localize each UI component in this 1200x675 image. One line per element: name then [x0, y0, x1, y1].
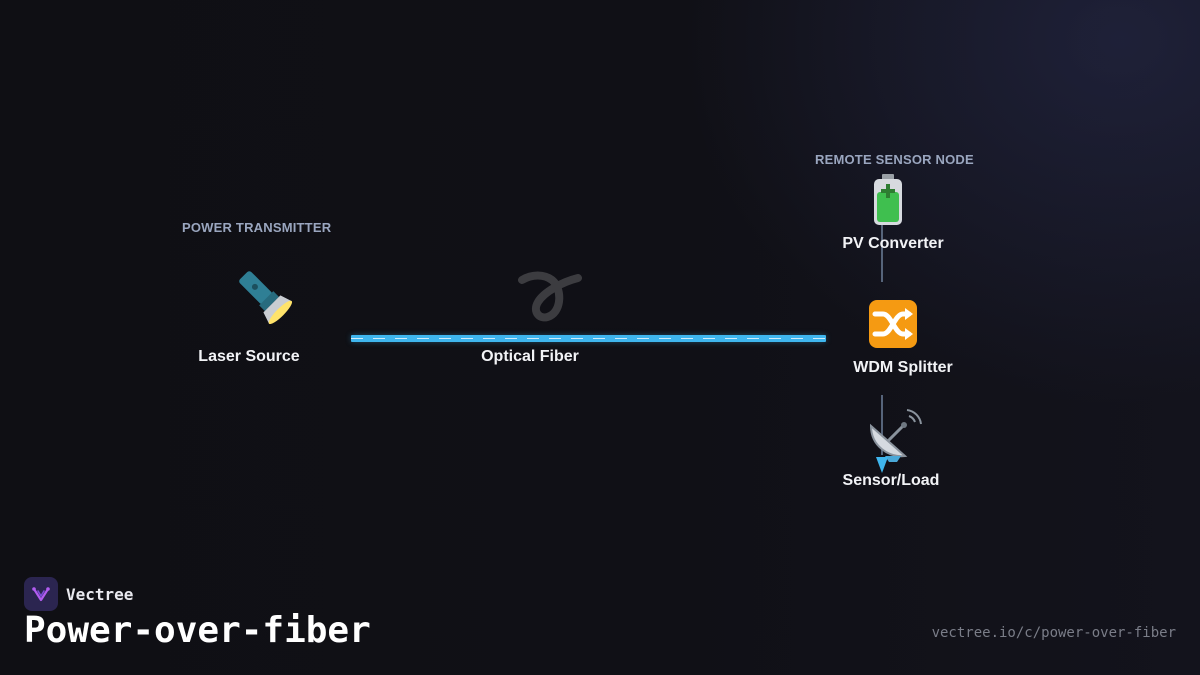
group-label-remote-sensor-node: REMOTE SENSOR NODE	[815, 152, 974, 167]
node-label-wdm-splitter: WDM Splitter	[853, 359, 953, 376]
group-label-power-transmitter: POWER TRANSMITTER	[182, 220, 332, 235]
brand-name: Vectree	[66, 584, 134, 604]
shuffle-icon[interactable]	[861, 292, 925, 356]
connector-wdm-sensor	[881, 395, 883, 455]
battery-icon[interactable]	[856, 170, 920, 234]
connector-pv-wdm	[881, 214, 883, 282]
brand[interactable]: Vectree	[24, 577, 133, 611]
node-label-laser-source: Laser Source	[198, 348, 300, 365]
node-label-pv-converter: PV Converter	[842, 235, 944, 252]
fiber-flow-dashes	[351, 338, 826, 339]
curly-loop-icon[interactable]	[518, 266, 582, 330]
fiber-connection-line	[351, 335, 826, 342]
page-title: Power-over-fiber	[24, 610, 371, 651]
flashlight-icon[interactable]	[230, 262, 294, 326]
vectree-logo-icon	[24, 577, 58, 611]
node-label-sensor-load: Sensor/Load	[842, 472, 940, 489]
node-label-optical-fiber: Optical Fiber	[481, 348, 579, 365]
page-url[interactable]: vectree.io/c/power-over-fiber	[931, 625, 1176, 641]
arrowhead-sensor-icon	[876, 457, 888, 473]
satellite-dish-icon[interactable]	[861, 406, 925, 470]
